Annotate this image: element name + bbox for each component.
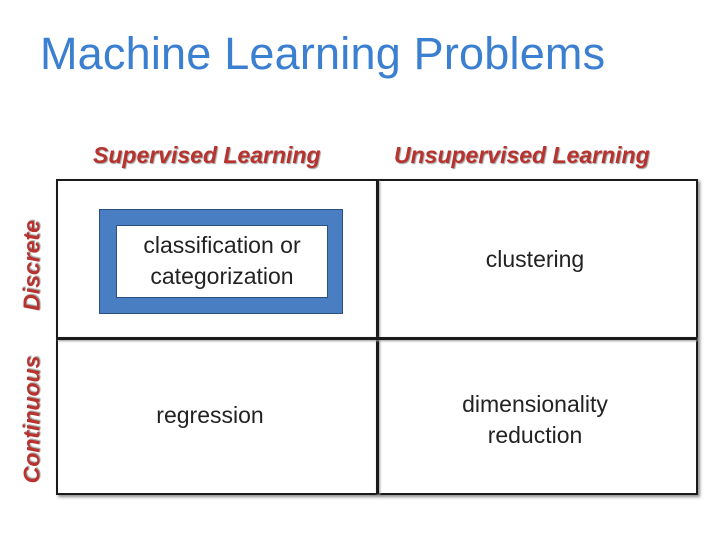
cell-line: reduction (487, 422, 583, 448)
column-header-unsupervised: Unsupervised Learning (394, 142, 650, 168)
cell-continuous-supervised: regression (156, 402, 264, 428)
page-title: Machine Learning Problems (40, 28, 606, 79)
cell-line: categorization (150, 263, 294, 289)
row-header-discrete: Discrete (18, 220, 45, 311)
cell-line: classification or (143, 232, 301, 258)
cell-continuous-unsupervised: dimensionality reduction (430, 389, 640, 451)
column-header-supervised: Supervised Learning (93, 142, 321, 168)
cell-discrete-unsupervised: clustering (485, 246, 585, 272)
grid-horizontal-divider (57, 337, 697, 340)
cell-discrete-supervised: classification or categorization (116, 230, 328, 292)
highlight-inner-box (116, 225, 328, 298)
cell-line: dimensionality (462, 391, 608, 417)
row-header-continuous: Continuous (18, 355, 45, 484)
